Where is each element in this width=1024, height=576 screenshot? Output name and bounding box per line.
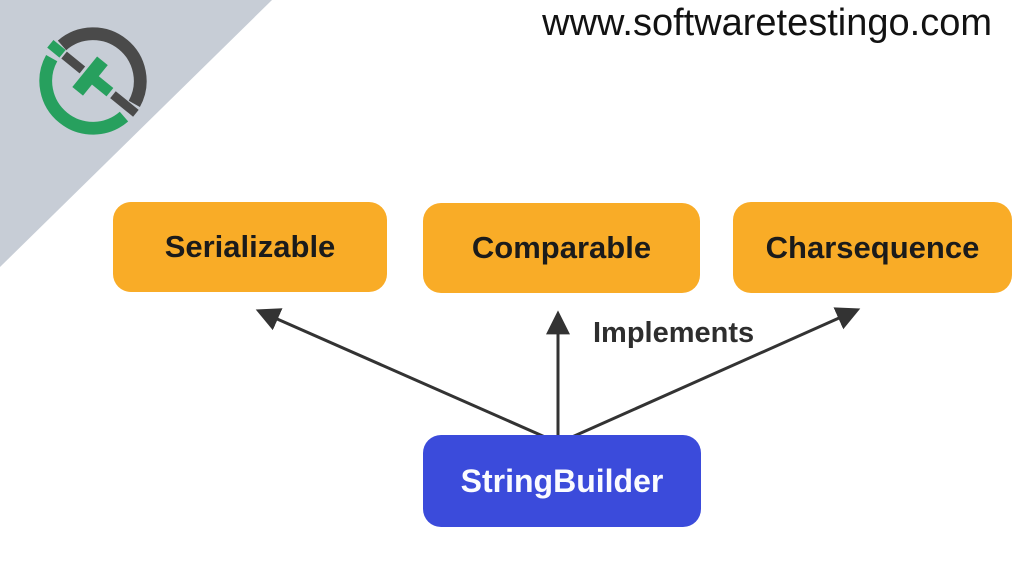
interface-box-charsequence: Charsequence: [733, 202, 1012, 293]
implements-label: Implements: [593, 317, 755, 349]
logo-slash-gray-upper: [61, 51, 86, 74]
softwaretestingo-logo-icon: [39, 27, 147, 135]
logo-slash-green-cap: [47, 40, 66, 58]
class-box-stringbuilder: StringBuilder: [423, 435, 701, 527]
interface-label-serializable: Serializable: [164, 229, 336, 264]
logo-hammer-stem: [86, 71, 114, 97]
logo-slash-gray-lower: [110, 91, 139, 117]
interface-label-charsequence: Charsequence: [765, 229, 980, 265]
interface-box-serializable: Serializable: [113, 202, 387, 292]
interface-box-comparable: Comparable: [423, 203, 700, 293]
interface-label-comparable: Comparable: [471, 230, 652, 265]
arrow-to-serializable: [255, 308, 546, 439]
class-label-stringbuilder: StringBuilder: [460, 462, 664, 499]
logo-ring-green-arc: [39, 54, 129, 135]
logo-ring-dark-arc: [57, 27, 147, 108]
site-url: www.softwaretestingo.com: [542, 2, 992, 44]
